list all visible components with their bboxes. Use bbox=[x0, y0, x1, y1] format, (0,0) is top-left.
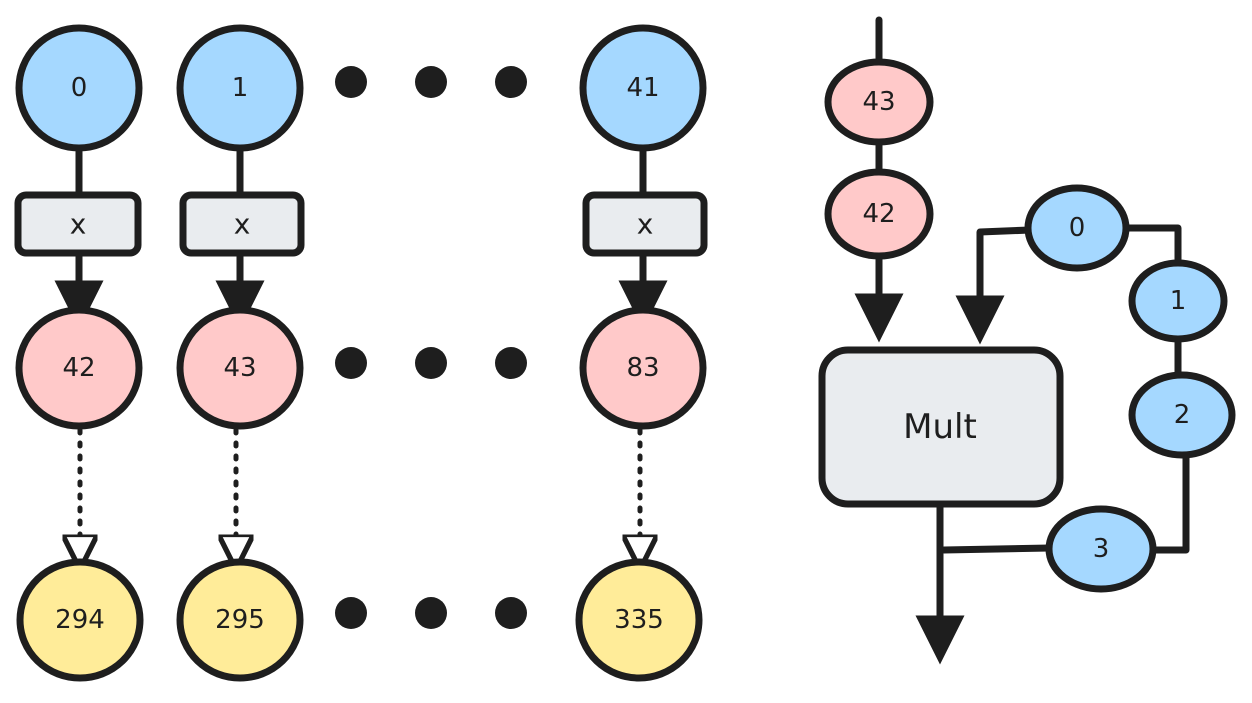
right-diagram: 43 42 Mult 0 1 2 3 bbox=[818, 16, 1236, 665]
output-node-label: 42 bbox=[62, 353, 95, 383]
input-node-label: 1 bbox=[232, 73, 249, 103]
queue-node bbox=[824, 168, 934, 260]
loop-node bbox=[1128, 259, 1228, 343]
result-node bbox=[575, 558, 703, 682]
output-node bbox=[15, 306, 143, 430]
result-node bbox=[176, 558, 304, 682]
queue-node-label: 42 bbox=[862, 199, 895, 229]
result-node-label: 294 bbox=[55, 605, 105, 635]
multiply-op-label: x bbox=[234, 208, 251, 241]
loop-node bbox=[1045, 505, 1157, 593]
output-node-label: 43 bbox=[223, 353, 256, 383]
input-node-label: 0 bbox=[71, 73, 88, 103]
mult-to-node3-connector bbox=[940, 544, 1054, 554]
queue-node-label: 43 bbox=[862, 87, 895, 117]
ellipsis-row-bottom bbox=[335, 597, 527, 629]
ellipsis-dot bbox=[335, 347, 367, 379]
ellipsis-dot bbox=[335, 66, 367, 98]
loop-node-label: 1 bbox=[1170, 286, 1187, 316]
output-node bbox=[579, 306, 707, 430]
ellipsis-row-top bbox=[335, 66, 527, 98]
output-node-label: 83 bbox=[626, 353, 659, 383]
column-1: 1 x 43 295 bbox=[176, 24, 305, 682]
multiply-op-box bbox=[582, 191, 708, 257]
multiply-op-label: x bbox=[70, 208, 87, 241]
input-node bbox=[579, 24, 707, 152]
loop-node-label: 2 bbox=[1174, 400, 1191, 430]
ellipsis-dot bbox=[495, 66, 527, 98]
ellipsis-dot bbox=[415, 66, 447, 98]
ellipsis-dot bbox=[415, 347, 447, 379]
result-node-label: 335 bbox=[614, 605, 664, 635]
queue-node bbox=[824, 58, 934, 146]
loop-connector bbox=[1151, 448, 1190, 554]
input-node bbox=[15, 24, 143, 152]
loop-feedback-arrow bbox=[955, 226, 1034, 345]
loop-node bbox=[1024, 184, 1130, 272]
ellipsis-dot bbox=[495, 347, 527, 379]
loop-connector bbox=[1120, 224, 1182, 269]
multiply-op-box bbox=[14, 191, 142, 257]
loop-node-label: 3 bbox=[1093, 534, 1110, 564]
input-node bbox=[176, 24, 304, 152]
ellipsis-dot bbox=[335, 597, 367, 629]
loop-node bbox=[1128, 371, 1236, 459]
input-node-label: 41 bbox=[626, 73, 659, 103]
multiply-op-label: x bbox=[637, 208, 654, 241]
column-41: 41 x 83 335 bbox=[575, 24, 708, 682]
result-node bbox=[16, 558, 144, 682]
result-node-label: 295 bbox=[215, 605, 265, 635]
loop-node-label: 0 bbox=[1069, 213, 1086, 243]
ellipsis-row-middle bbox=[335, 347, 527, 379]
mult-box bbox=[818, 346, 1064, 508]
output-node bbox=[176, 306, 304, 430]
ellipsis-dot bbox=[415, 597, 447, 629]
column-0: 0 x 42 294 bbox=[14, 24, 144, 682]
mult-label: Mult bbox=[903, 407, 977, 447]
ellipsis-dot bbox=[495, 597, 527, 629]
multiply-op-box bbox=[179, 191, 305, 257]
